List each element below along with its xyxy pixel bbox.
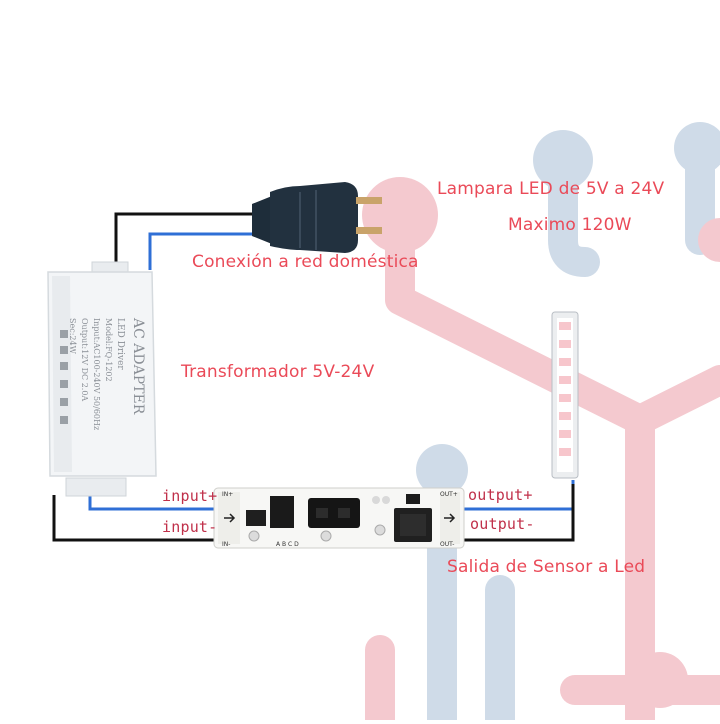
certification-icons bbox=[60, 330, 68, 424]
mains-label: Conexión a red doméstica bbox=[192, 252, 419, 272]
black-wire-mains bbox=[114, 212, 252, 270]
lamp-title-label: Lampara LED de 5V a 24V bbox=[437, 179, 665, 199]
led-lamp bbox=[551, 311, 579, 479]
output-minus-label: output- bbox=[470, 515, 535, 533]
board-in-minus: IN- bbox=[222, 541, 230, 548]
board-pads: A B C D bbox=[276, 541, 299, 548]
board-out-plus: OUT+ bbox=[440, 491, 458, 498]
adapter-line3: Model:FQ-1202 bbox=[104, 318, 113, 382]
lamp-power-label: Maximo 120W bbox=[508, 215, 632, 235]
output-plus-label: output+ bbox=[468, 486, 533, 504]
input-arrow-icon bbox=[224, 513, 236, 523]
black-wire-output-minus bbox=[452, 484, 575, 542]
sensor-output-label: Salida de Sensor a Led bbox=[447, 557, 646, 577]
adapter-line1: AC ADAPTER bbox=[130, 317, 146, 415]
ac-adapter: AC ADAPTER LED Driver Model:FQ-1202 Inpu… bbox=[47, 261, 157, 497]
board-in-plus: IN+ bbox=[222, 491, 233, 498]
adapter-line4: Input:AC100-240V 50/60Hz bbox=[92, 318, 101, 430]
sensor-board: IN+ IN- OUT+ OUT- A B C D bbox=[213, 487, 465, 549]
background-traces bbox=[362, 122, 720, 724]
adapter-line6: Sec:24W bbox=[68, 318, 77, 355]
transformer-label: Transformador 5V-24V bbox=[181, 362, 375, 382]
wires bbox=[52, 212, 575, 542]
power-plug bbox=[252, 182, 382, 253]
output-arrow-icon bbox=[444, 513, 456, 523]
blue-wire-mains bbox=[148, 232, 262, 270]
input-minus-label: input- bbox=[162, 518, 218, 536]
adapter-line5: Output:12V DC 2.0A bbox=[80, 318, 89, 401]
input-plus-label: input+ bbox=[162, 487, 218, 505]
adapter-line2: LED Driver bbox=[115, 318, 125, 370]
black-wire-input-minus bbox=[52, 495, 238, 542]
board-out-minus: OUT- bbox=[440, 541, 454, 548]
